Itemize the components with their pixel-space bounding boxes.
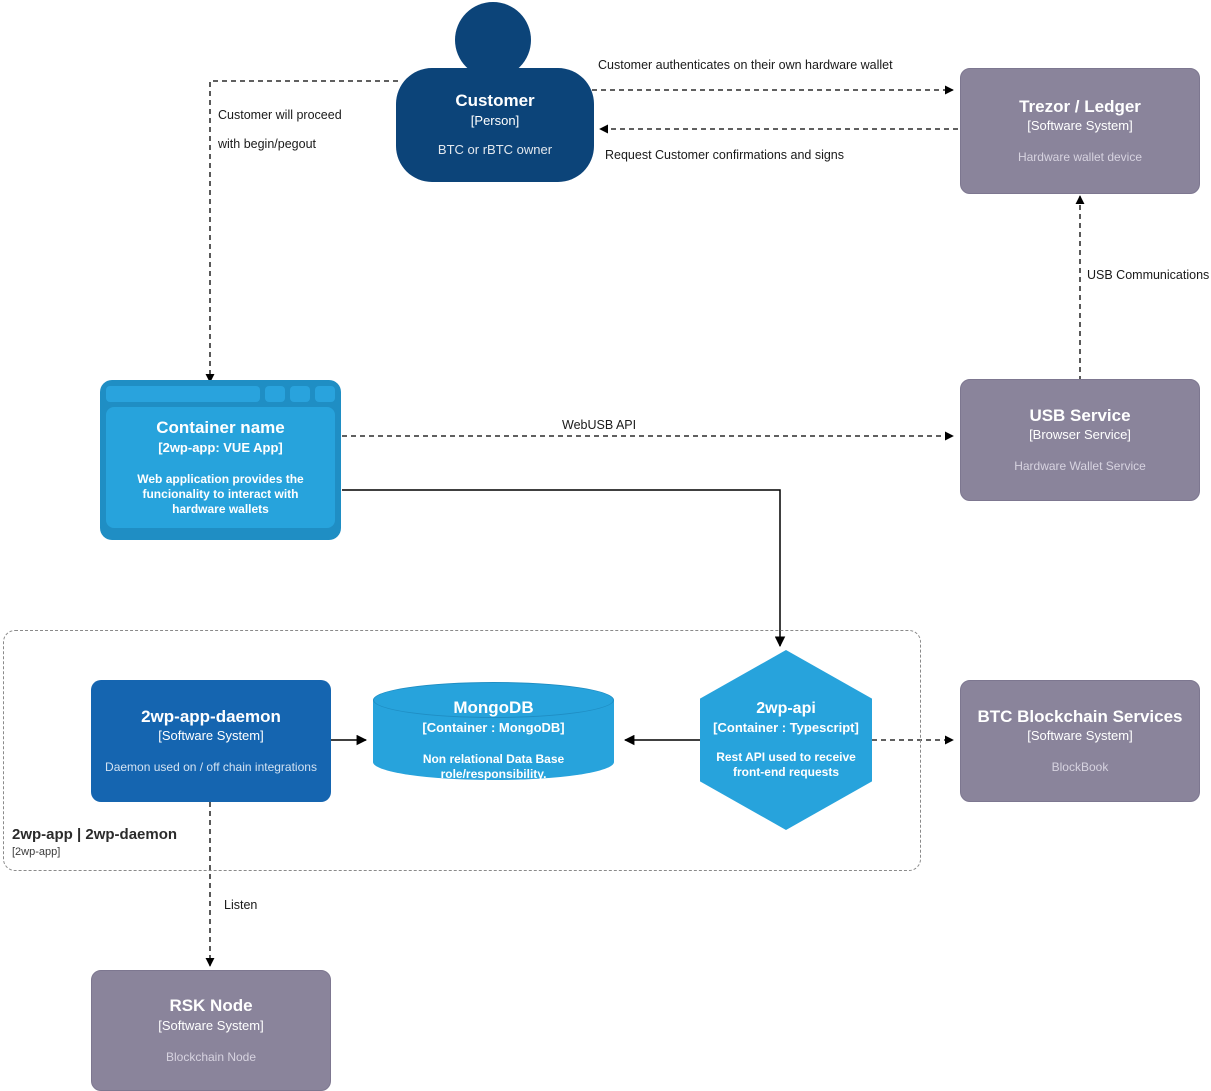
node-2wp-app-daemon[interactable]: 2wp-app-daemon [Software System] Daemon … <box>91 680 331 802</box>
edge-customer-to-vue <box>205 80 398 383</box>
btc-blockchain-description: BlockBook <box>1051 760 1109 775</box>
vue-app-tech: [2wp-app: VUE App] <box>158 439 283 455</box>
browser-close-icon[interactable] <box>315 386 335 402</box>
edge-vue-to-api <box>342 489 786 648</box>
edge-label-customer-to-vue-line1: Customer will proceed <box>218 108 342 122</box>
edge-label-trezor-to-customer: Request Customer confirmations and signs <box>605 148 845 162</box>
browser-url-bar <box>106 386 260 402</box>
rsk-node-description: Blockchain Node <box>165 1049 257 1064</box>
node-rsk-node[interactable]: RSK Node [Software System] Blockchain No… <box>91 970 331 1091</box>
btc-blockchain-tech: [Software System] <box>1027 728 1133 744</box>
usb-service-description: Hardware Wallet Service <box>1014 459 1146 474</box>
daemon-description: Daemon used on / off chain integrations <box>105 760 317 775</box>
mongodb-text: MongoDB [Container : MongoDB] Non relati… <box>373 698 614 780</box>
daemon-tech: [Software System] <box>158 728 264 744</box>
node-trezor-ledger[interactable]: Trezor / Ledger [Software System] Hardwa… <box>960 68 1200 194</box>
btc-blockchain-title: BTC Blockchain Services <box>977 706 1183 726</box>
daemon-title: 2wp-app-daemon <box>141 706 281 726</box>
customer-tech: [Person] <box>470 112 520 128</box>
customer-description: BTC or rBTC owner <box>437 142 553 158</box>
node-btc-blockchain-services[interactable]: BTC Blockchain Services [Software System… <box>960 680 1200 802</box>
rsk-node-title: RSK Node <box>169 996 253 1016</box>
browser-content: Container name [2wp-app: VUE App] Web ap… <box>106 407 335 528</box>
person-body: Customer [Person] BTC or rBTC owner <box>396 68 594 182</box>
api-tech: [Container : Typescript] <box>713 720 859 736</box>
edge-label-vue-to-usb: WebUSB API <box>562 418 637 432</box>
mongodb-title: MongoDB <box>453 698 534 718</box>
api-description: Rest API used to receive front-end reque… <box>716 749 856 779</box>
api-title: 2wp-api <box>756 700 816 717</box>
browser-titlebar <box>106 386 335 402</box>
mongodb-tech: [Container : MongoDB] <box>422 719 565 735</box>
usb-service-title: USB Service <box>1029 405 1131 425</box>
trezor-ledger-title: Trezor / Ledger <box>1019 96 1141 116</box>
vue-app-title: Container name <box>156 418 285 438</box>
mongodb-description: Non relational Data Base role/responsibi… <box>422 751 565 781</box>
boundary-label: 2wp-app | 2wp-daemon [2wp-app] <box>12 826 177 858</box>
edge-label-usb-to-trezor: USB Communications <box>1087 268 1210 282</box>
boundary-2wp-app <box>3 630 921 871</box>
browser-maximize-icon[interactable] <box>290 386 310 402</box>
edge-label-customer-to-trezor: Customer authenticates on their own hard… <box>598 58 893 72</box>
edge-label-daemon-to-rsk: Listen <box>224 898 258 912</box>
node-customer[interactable]: Customer [Person] BTC or rBTC owner <box>396 2 594 182</box>
cylinder-top <box>373 682 614 718</box>
browser-minimize-icon[interactable] <box>265 386 285 402</box>
person-head-icon <box>455 2 531 78</box>
edge-label-customer-to-vue-line2: with begin/pegout <box>218 137 316 151</box>
boundary-tech: [2wp-app] <box>12 846 61 858</box>
vue-app-description: Web application provides the funcionalit… <box>137 471 304 516</box>
node-usb-service[interactable]: USB Service [Browser Service] Hardware W… <box>960 379 1200 501</box>
rsk-node-tech: [Software System] <box>158 1017 264 1033</box>
node-vue-app[interactable]: Container name [2wp-app: VUE App] Web ap… <box>100 380 341 540</box>
boundary-name: 2wp-app | 2wp-daemon <box>12 826 178 843</box>
usb-service-tech: [Browser Service] <box>1029 427 1131 443</box>
trezor-ledger-tech: [Software System] <box>1027 118 1133 134</box>
node-mongodb[interactable]: MongoDB [Container : MongoDB] Non relati… <box>373 682 614 798</box>
customer-title: Customer <box>455 91 535 111</box>
trezor-ledger-description: Hardware wallet device <box>1017 150 1143 165</box>
